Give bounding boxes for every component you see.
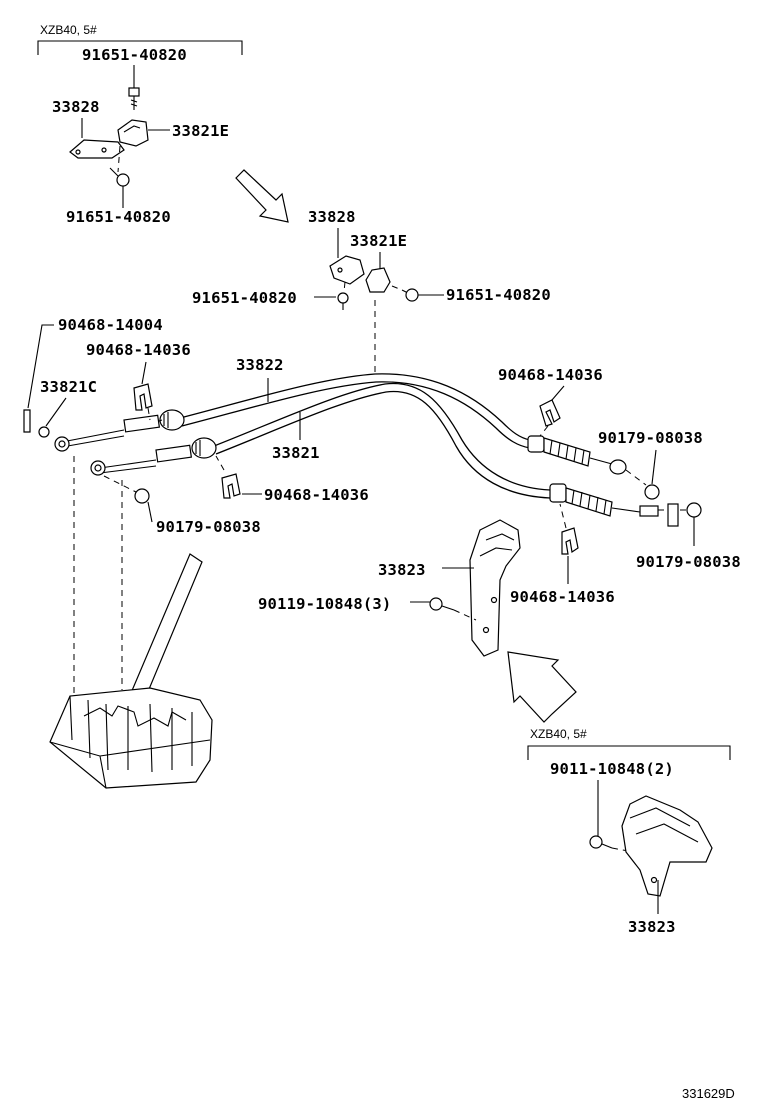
pin-icon	[23, 409, 31, 433]
top-variant-bracket-line	[37, 40, 243, 55]
cable-end-upper-left	[54, 409, 185, 452]
label-clip-left-upper: 90468-14036	[86, 341, 191, 359]
bolt-icon	[589, 835, 613, 849]
left-hardware-group: 90468-14004 90468-14036 33821C 90468-140…	[23, 316, 369, 536]
nut-icon	[134, 488, 150, 504]
bracket-variant-icon	[621, 795, 713, 897]
bolt-icon	[401, 288, 419, 302]
label-nut-left: 90179-08038	[156, 518, 261, 536]
clip-icon	[561, 527, 579, 555]
shifter-base-icon	[49, 687, 213, 789]
label-clip-right-lower: 90468-14036	[510, 588, 615, 606]
bolt-icon	[128, 87, 140, 110]
label-mid-bolt-right: 91651-40820	[446, 286, 551, 304]
main-bracket-group: 33823 90119-10848(3)	[258, 519, 521, 657]
label-bolt-main: 90119-10848(3)	[258, 595, 391, 613]
bottom-variant-group: XZB40, 5# 9011-10848(2) 33823	[527, 727, 731, 936]
label-mid-bracket: 33828	[308, 208, 356, 226]
label-nut-right-lower: 90179-08038	[636, 553, 741, 571]
clip-icon	[539, 399, 561, 427]
washer-icon	[38, 426, 50, 438]
right-hardware-group: 90468-14036 90179-08038 90179-08038 9046…	[498, 366, 741, 606]
bolt-icon	[109, 167, 130, 187]
bottom-variant-bracket-line	[527, 745, 731, 760]
retainer-clip-icon	[117, 119, 149, 147]
cables-group: 33822 33821	[54, 356, 688, 517]
label-clip-left-lower: 90468-14036	[264, 486, 369, 504]
label-top-bolt-lower: 91651-40820	[66, 208, 171, 226]
direction-arrow-icon	[235, 169, 289, 223]
label-top-retainer: 33821E	[172, 122, 229, 140]
bracket-plate-icon	[329, 255, 365, 285]
label-pin-left: 90468-14004	[58, 316, 163, 334]
label-cable-upper: 33822	[236, 356, 284, 374]
nut-icon	[644, 484, 660, 500]
label-cable-lower: 33821	[272, 444, 320, 462]
direction-arrow-icon	[507, 651, 577, 723]
label-bolt-variant: 9011-10848(2)	[550, 760, 674, 778]
label-bracket-variant: 33823	[628, 918, 676, 936]
label-washer-left: 33821C	[40, 378, 97, 396]
label-top-bracket: 33828	[52, 98, 100, 116]
cable-end-lower-left	[90, 437, 217, 476]
top-variant-caption: XZB40, 5#	[40, 23, 97, 37]
bottom-variant-caption: XZB40, 5#	[530, 727, 587, 741]
shift-lever-group	[49, 456, 213, 789]
cable-end-lower-right	[549, 483, 688, 517]
bolt-icon	[337, 292, 349, 310]
label-bracket-main: 33823	[378, 561, 426, 579]
shift-lever-icon	[127, 553, 203, 707]
pin-icon	[667, 503, 679, 527]
label-clip-right-upper: 90468-14036	[498, 366, 603, 384]
mid-bracket-group: 33828 33821E 91651-40820 91651-40820	[192, 208, 551, 374]
clip-icon	[133, 383, 153, 411]
bracket-icon	[469, 519, 521, 657]
clip-icon	[221, 473, 241, 499]
cable-end-upper-right	[527, 435, 647, 486]
bracket-plate-icon	[69, 139, 125, 159]
nut-icon	[686, 502, 702, 518]
retainer-clip-icon	[365, 267, 391, 293]
label-mid-retainer: 33821E	[350, 232, 407, 250]
label-nut-right-upper: 90179-08038	[598, 429, 703, 447]
bolt-icon	[429, 597, 455, 611]
label-mid-bolt-left: 91651-40820	[192, 289, 297, 307]
label-top-bolt-upper: 91651-40820	[82, 46, 187, 64]
figure-id: 331629D	[682, 1086, 735, 1101]
top-variant-group: XZB40, 5# 91651-40820 33828 33821E	[37, 23, 243, 226]
